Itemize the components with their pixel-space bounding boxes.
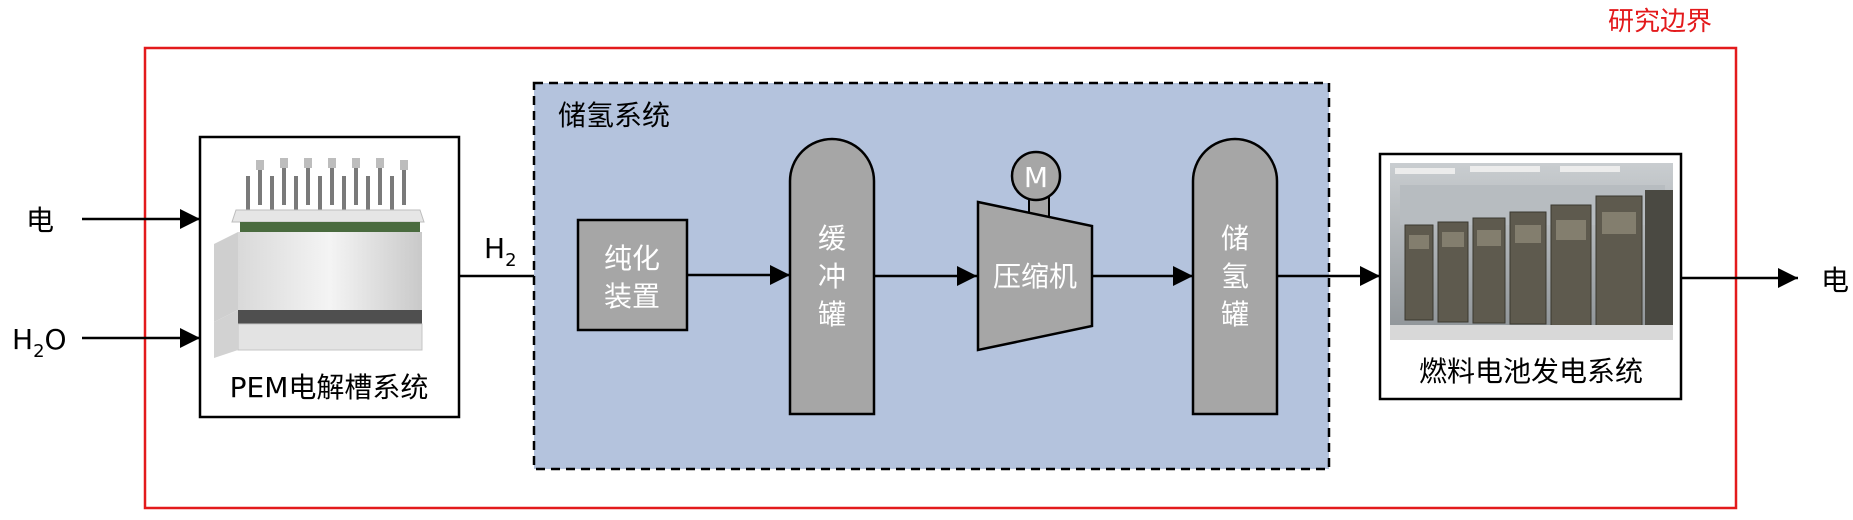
motor-label: M	[1024, 161, 1048, 194]
motor-icon	[1010, 150, 1062, 202]
pem-electrolyzer-label: PEM电解槽系统	[230, 371, 429, 404]
hydrogen-storage-system: 储氢系统 纯化 装置 缓 冲 罐 M 压缩机 储 氢 罐	[532, 81, 1331, 471]
fuel-cell-label: 燃料电池发电系统	[1419, 355, 1643, 388]
buffer-tank-label-3: 罐	[818, 298, 846, 331]
fuel-cell-image	[1390, 163, 1673, 340]
research-boundary-label: 研究边界	[1608, 7, 1712, 37]
storage-tank-label-3: 罐	[1221, 298, 1249, 331]
hydrogen-flow-label: H2	[484, 232, 517, 271]
compressor: M 压缩机	[976, 150, 1094, 352]
buffer-tank-label-1: 缓	[818, 222, 846, 255]
buffer-tank	[788, 137, 876, 416]
input-water-label: H2O	[12, 323, 67, 362]
electrolyzer-image	[214, 158, 425, 358]
buffer-tank-label-2: 冲	[818, 260, 846, 293]
storage-tank-label-2: 氢	[1221, 260, 1249, 293]
compressor-label: 压缩机	[993, 260, 1077, 293]
pem-electrolyzer: PEM电解槽系统	[198, 135, 461, 419]
input-electricity-label: 电	[26, 204, 54, 237]
purifier-label-line1: 纯化	[604, 242, 660, 275]
storage-system-label: 储氢系统	[558, 99, 670, 132]
storage-tank-label-1: 储	[1221, 222, 1249, 255]
storage-tank	[1191, 137, 1279, 416]
purifier-label-line2: 装置	[604, 280, 660, 313]
output-electricity-label: 电	[1821, 264, 1849, 297]
fuel-cell-system: 燃料电池发电系统	[1378, 152, 1683, 401]
purifier-box	[576, 218, 689, 332]
